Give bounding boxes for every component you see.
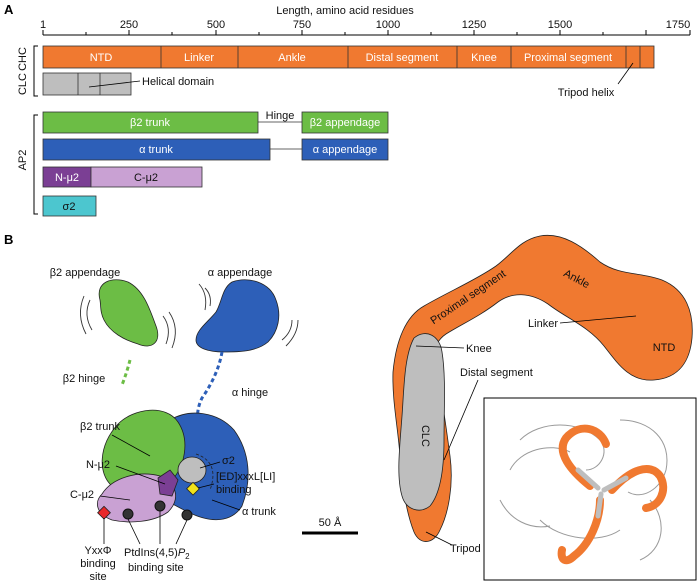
knee-label: Knee — [466, 343, 492, 355]
ptd-binding-dot-1 — [122, 508, 134, 520]
clc-label: CLC — [419, 425, 431, 447]
ed-binding-marker — [186, 481, 200, 496]
a-trunk-callout — [211, 499, 241, 511]
tick-label-1250: 1250 — [462, 19, 486, 31]
b2-appendage-shape — [98, 279, 159, 347]
c-mu2-bar — [90, 166, 203, 188]
distal-segment-label: Distal segment — [460, 367, 533, 379]
b2-hinge-dashed — [120, 359, 132, 386]
axis-title: Length, amino acid residues — [276, 5, 414, 17]
sigma2-callout — [199, 461, 221, 469]
ap2-row-label: AP2 — [17, 150, 29, 171]
a-hinge-label: α hinge — [232, 387, 268, 399]
chc-proximal-label: Proximal segment — [524, 52, 612, 64]
knee-callout — [415, 345, 465, 349]
ed-binding-label-1: [ED]xxxL[LI] — [216, 471, 275, 483]
n-mu2-bar-label: N-μ2 — [55, 172, 79, 184]
chc-bar — [42, 45, 655, 69]
yxx-label-2: binding — [80, 558, 115, 570]
chc-knee-label: Knee — [471, 52, 497, 64]
tripod-helix-label-a: Tripod helix — [558, 87, 615, 99]
linker-label: Linker — [528, 318, 558, 330]
n-mu2-callout — [115, 465, 166, 485]
panel-a-letter: A — [4, 2, 14, 17]
b2-appendage-label: β2 appendage — [50, 267, 121, 279]
tick-label-750: 750 — [293, 19, 311, 31]
axis-ticks — [42, 30, 691, 35]
sigma2-bar-label: σ2 — [63, 201, 76, 213]
n-mu2-shape — [157, 469, 179, 497]
tripod-callout-line — [617, 62, 634, 85]
tick-label-500: 500 — [207, 19, 225, 31]
chc-row-label: CHC — [17, 47, 29, 71]
ntd-label: NTD — [653, 342, 676, 354]
distal-callout — [443, 379, 479, 461]
chc-distal-label: Distal segment — [366, 52, 439, 64]
chc-ankle-label: Ankle — [278, 52, 306, 64]
ptd-callouts — [127, 511, 188, 545]
c-mu2-callout — [99, 495, 131, 501]
a-appendage-bar-label: α appendage — [313, 144, 377, 156]
chc-linker-label: Linker — [184, 52, 214, 64]
sigma2-label: σ2 — [222, 455, 235, 467]
tick-label-250: 250 — [120, 19, 138, 31]
b2-trunk-label: β2 trunk — [80, 421, 120, 433]
helical-domain-label: Helical domain — [142, 76, 214, 88]
a-hinge-dashed — [196, 351, 224, 425]
b2-motion-lines — [80, 295, 176, 349]
clc-shape — [398, 333, 445, 511]
c-mu2-bar-label: C-μ2 — [134, 172, 158, 184]
sigma2-bar — [42, 195, 97, 217]
b2-trunk-callout — [111, 434, 151, 457]
b2-appendage-bar-label: β2 appendage — [310, 117, 381, 129]
ap2-bracket — [33, 114, 38, 215]
yxx-label-3: site — [89, 571, 106, 583]
clc-bar — [42, 72, 141, 96]
n-mu2-label: N-μ2 — [86, 459, 110, 471]
tick-label-1750: 1750 — [666, 19, 690, 31]
ed-binding-label-2: binding — [216, 484, 251, 496]
a-motion-lines — [198, 283, 299, 347]
b2-trunk-bar-label: β2 trunk — [130, 117, 170, 129]
ptd-binding-dot-2 — [154, 500, 166, 512]
sigma2-shape — [177, 456, 207, 484]
triskelion-inset — [483, 397, 697, 581]
a-trunk-bar-label: α trunk — [139, 144, 173, 156]
ed-binding-callout — [197, 483, 215, 489]
hinge-label: Hinge — [266, 110, 295, 122]
b2-appendage-bar — [301, 111, 389, 134]
a-trunk-bar — [42, 138, 271, 161]
yxx-label-1: YxxΦ — [84, 545, 111, 557]
b2-trunk-bar — [42, 111, 259, 134]
scale-bar-label: 50 Å — [319, 516, 342, 529]
a-appendage-label: α appendage — [208, 267, 272, 279]
c-mu2-label: C-μ2 — [70, 489, 94, 501]
b2-hinge-label: β2 hinge — [63, 373, 105, 385]
clc-row-label: CLC — [17, 73, 29, 95]
linker-callout — [559, 315, 637, 324]
tick-label-1: 1 — [40, 19, 46, 31]
clathrin-leg-shape — [392, 234, 693, 542]
tripod-callout-b — [425, 531, 453, 546]
chc-ntd-label: NTD — [90, 52, 113, 64]
chc-clc-bracket — [33, 45, 38, 97]
tick-label-1000: 1000 — [376, 19, 400, 31]
panel-b-letter: B — [4, 232, 13, 247]
sigma2-dashed — [195, 453, 214, 491]
ptd-label-1: PtdIns(4,5)P2 — [124, 547, 190, 561]
a-appendage-shape — [195, 279, 280, 353]
a-trunk-label: α trunk — [242, 506, 276, 518]
tick-label-1500: 1500 — [548, 19, 572, 31]
ptd-binding-dot-3 — [181, 509, 193, 521]
yxx-binding-marker — [97, 505, 111, 520]
a-appendage-bar — [301, 138, 389, 161]
ptd-label-2: binding site — [128, 562, 184, 574]
